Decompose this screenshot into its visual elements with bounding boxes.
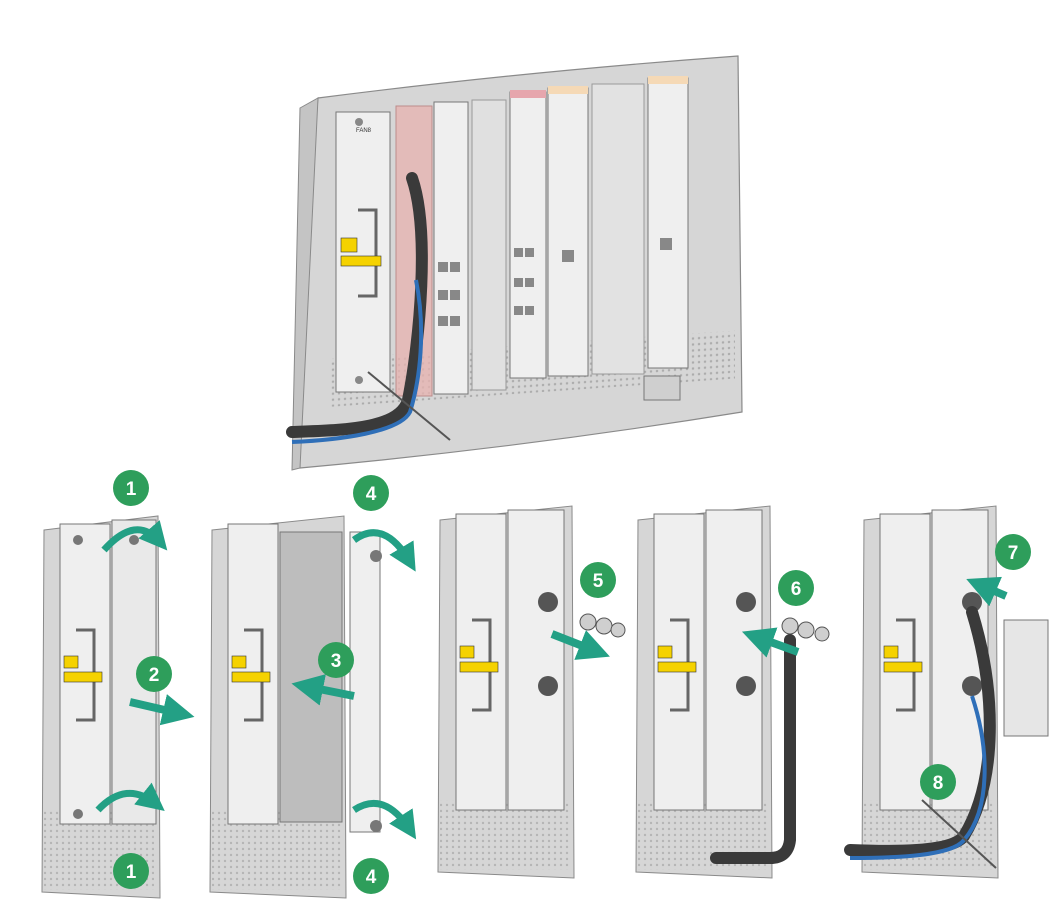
- push-arrow-icon: [741, 627, 800, 658]
- panel-vent: [440, 800, 570, 870]
- dust-cap: [579, 613, 626, 638]
- cable-tie-icon: [921, 799, 997, 869]
- screw-icon: [73, 535, 83, 545]
- push-arrow-icon: [291, 674, 355, 706]
- screw-icon: [355, 118, 363, 126]
- warning-label-strip: [883, 661, 923, 673]
- step-5: 5: [593, 571, 604, 592]
- screw-icon: [73, 809, 83, 819]
- step-number-icon: 4: [353, 858, 389, 894]
- poe-card: [507, 509, 565, 811]
- io-card: [433, 101, 469, 395]
- card-tab: [548, 86, 588, 94]
- pull-arrow-icon: [550, 630, 610, 660]
- black-cable: [844, 606, 996, 857]
- warning-label-icon: [231, 655, 247, 669]
- warning-label-strip: [657, 661, 697, 673]
- cable-tie-icon: [367, 371, 451, 441]
- coax-port: [962, 676, 982, 696]
- step-6: 6: [791, 579, 802, 600]
- step-1-bottom: 1: [126, 862, 137, 883]
- cable-connector: [781, 617, 830, 642]
- warning-label-icon: [883, 645, 899, 659]
- installed-black-cable: [286, 172, 428, 438]
- coax-port: [736, 676, 756, 696]
- screw-icon: [370, 820, 382, 832]
- coax-port: [538, 592, 558, 612]
- screw-icon: [370, 550, 382, 562]
- coax-port: [538, 676, 558, 696]
- step-number-icon: 1: [113, 853, 149, 889]
- blank-slot: [591, 83, 645, 375]
- rotate-arrow-icon: [101, 520, 168, 553]
- warning-label-strip: [459, 661, 499, 673]
- poe-card: [705, 509, 763, 811]
- line-card-ports: [514, 248, 534, 315]
- step-number-icon: 7: [995, 534, 1031, 570]
- step-7: 7: [1008, 543, 1019, 564]
- coax-port: [736, 592, 756, 612]
- rotate-arrow-icon: [351, 529, 416, 572]
- step-2: 2: [149, 665, 160, 686]
- warning-label-strip: [340, 255, 382, 267]
- external-power-module: [1003, 619, 1049, 737]
- step-4-top: 4: [366, 484, 377, 505]
- svg-text:FAN8: FAN8: [356, 128, 372, 134]
- rotate-arrow-icon: [95, 782, 165, 813]
- step-number-icon: 5: [580, 562, 616, 598]
- step-number-icon: 2: [136, 656, 172, 692]
- step-number-icon: 4: [353, 475, 389, 511]
- card-tab: [648, 76, 688, 84]
- grounding-terminal: [643, 375, 681, 401]
- panel-remove-cap: [437, 505, 626, 879]
- step-number-icon: 6: [778, 570, 814, 606]
- poe-card-being-inserted: [349, 531, 381, 833]
- step-badges: 1 1 2 3 4 4 5 6: [113, 470, 1031, 894]
- warning-label-strip: [231, 671, 271, 683]
- black-cable: [710, 634, 796, 864]
- step-number-icon: 3: [318, 642, 354, 678]
- panel-connect-cable: [635, 505, 830, 879]
- line-card-9-port: [660, 238, 672, 250]
- step-3: 3: [331, 651, 342, 672]
- pull-arrow-icon: [129, 694, 195, 726]
- line-card-8: [547, 87, 589, 377]
- warning-label-icon: [340, 237, 358, 253]
- step-1-top: 1: [126, 479, 137, 500]
- blank-slot: [471, 99, 507, 391]
- chassis-installed-view: FAN8: [286, 55, 743, 471]
- panel-remove-blank: [41, 515, 195, 899]
- warning-label-strip: [63, 671, 103, 683]
- step-8: 8: [933, 773, 944, 794]
- fan-card-handle: [358, 208, 378, 298]
- warning-label-icon: [459, 645, 475, 659]
- card-tab: [510, 90, 546, 98]
- warning-label-icon: [657, 645, 673, 659]
- pull-arrow-icon: [966, 576, 1008, 607]
- warning-label-icon: [63, 655, 79, 669]
- screw-icon: [129, 535, 139, 545]
- line-card-8-port: [562, 250, 574, 262]
- line-card-7: [509, 91, 547, 379]
- chassis-side: [291, 97, 319, 471]
- screw-icon: [355, 376, 363, 384]
- installed-blue-cable: [291, 279, 424, 444]
- step-number-icon: 8: [920, 764, 956, 800]
- panel-route-cable: [844, 505, 1049, 879]
- io-ports: [438, 262, 460, 326]
- step-4-bottom: 4: [366, 867, 377, 888]
- step-number-icon: 1: [113, 470, 149, 506]
- line-card-9: [647, 77, 689, 369]
- rotate-arrow-icon: [352, 799, 417, 840]
- panel-insert-card: [209, 515, 417, 899]
